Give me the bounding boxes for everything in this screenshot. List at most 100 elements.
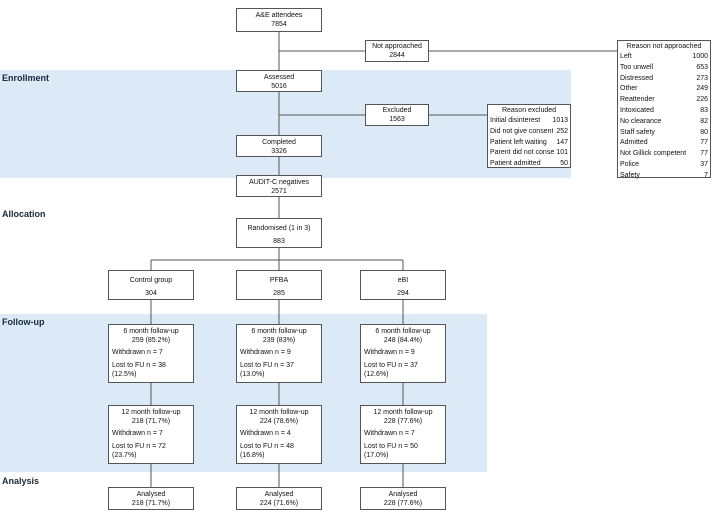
reason-name: Distressed xyxy=(620,74,654,82)
excluded-count: 1563 xyxy=(389,116,405,123)
not-approached-count: 2844 xyxy=(389,52,405,59)
attendees-box: A&E attendees 7854 xyxy=(236,8,322,32)
reason-name: Police xyxy=(620,160,640,168)
randomised-label: Randomised (1 in 3) xyxy=(247,225,311,232)
completed-box: Completed 3326 xyxy=(236,135,322,157)
arm-label: eBI xyxy=(397,277,409,284)
reason-value: 1000 xyxy=(692,53,708,60)
reason-name: Intoxicated xyxy=(620,106,654,114)
arm-box-ebi: eBI 294 xyxy=(360,270,446,300)
fu6-title: 6 month follow-up xyxy=(123,328,179,335)
not-approached-label: Not approached xyxy=(372,43,422,50)
analysed-box-pfba: Analysed 224 (71.6%) xyxy=(236,487,322,510)
fu6-box-control: 6 month follow-up 259 (85.2%) Withdrawn … xyxy=(108,324,194,383)
analysed-count: 224 (71.6%) xyxy=(259,500,299,507)
reason-value: 273 xyxy=(696,74,708,82)
fu12-lost: Lost to FU n = 48 (16.8%) xyxy=(240,443,294,459)
reason-name: Reattender xyxy=(620,96,655,104)
fu6-lost: Lost to FU n = 37 (12.6%) xyxy=(364,362,418,378)
not-approached-box: Not approached 2844 xyxy=(365,40,429,62)
reason-value: 653 xyxy=(696,63,708,71)
analysed-box-ebi: Analysed 228 (77.6%) xyxy=(360,487,446,510)
reason-value: 147 xyxy=(556,138,568,146)
fu6-title: 6 month follow-up xyxy=(375,328,431,335)
reason-name: Parent did not consent xyxy=(490,149,554,157)
arm-box-control: Control group 304 xyxy=(108,270,194,300)
fu6-withdrawn: Withdrawn n = 7 xyxy=(112,349,163,356)
reason-row: Patient admitted 50 xyxy=(488,159,570,170)
reason-name: Patient admitted xyxy=(490,160,541,168)
completed-count: 3326 xyxy=(271,148,287,155)
analysed-label: Analysed xyxy=(136,491,166,498)
assessed-box: Assessed 5016 xyxy=(236,70,322,92)
reason-name: Too unwell xyxy=(620,63,654,71)
arm-box-pfba: PFBA 285 xyxy=(236,270,322,300)
reason-value: 7 xyxy=(704,171,708,179)
reason-value: 226 xyxy=(696,96,708,104)
fu6-count: 259 (85.2%) xyxy=(131,337,171,344)
attendees-label: A&E attendees xyxy=(255,12,303,19)
fu12-box-pfba: 12 month follow-up 224 (78.6%) Withdrawn… xyxy=(236,405,322,464)
reason-not-approached-title: Reason not approached xyxy=(626,43,702,50)
reason-value: 252 xyxy=(556,127,568,135)
reason-value: 249 xyxy=(696,85,708,93)
attendees-count: 7854 xyxy=(271,21,287,28)
phase-label-analysis: Analysis xyxy=(2,476,40,486)
analysed-label: Analysed xyxy=(264,491,294,498)
reason-row: Distressed 273 xyxy=(618,74,710,85)
fu6-lost: Lost to FU n = 38 (12.5%) xyxy=(112,362,166,378)
analysed-box-control: Analysed 218 (71.7%) xyxy=(108,487,194,510)
fu6-count: 248 (84.4%) xyxy=(383,337,423,344)
arm-label: Control group xyxy=(129,277,173,284)
reason-row: No clearance 82 xyxy=(618,117,710,128)
arm-label: PFBA xyxy=(269,277,289,284)
auditc-count: 2571 xyxy=(271,188,287,195)
fu6-withdrawn: Withdrawn n = 9 xyxy=(364,349,415,356)
randomised-box: Randomised (1 in 3) 883 xyxy=(236,218,322,248)
phase-label-allocation: Allocation xyxy=(2,209,46,219)
fu12-lost: Lost to FU n = 50 (17.0%) xyxy=(364,443,418,459)
analysed-count: 218 (71.7%) xyxy=(131,500,171,507)
reason-name: Not Gillick competent xyxy=(620,150,687,158)
auditc-label: AUDIT-C negatives xyxy=(249,179,309,186)
reason-row: Reattender 226 xyxy=(618,95,710,106)
reason-value: 82 xyxy=(700,117,708,125)
reason-value: 101 xyxy=(556,149,568,157)
reason-row: Too unwell 653 xyxy=(618,63,710,74)
completed-label: Completed xyxy=(262,139,296,146)
fu6-title: 6 month follow-up xyxy=(251,328,307,335)
phase-label-enrollment: Enrollment xyxy=(2,73,50,83)
fu6-box-ebi: 6 month follow-up 248 (84.4%) Withdrawn … xyxy=(360,324,446,383)
reason-value: 77 xyxy=(700,139,708,147)
reason-value: 50 xyxy=(560,160,568,168)
arm-count: 294 xyxy=(397,290,409,297)
excluded-label: Excluded xyxy=(382,107,412,114)
arm-count: 304 xyxy=(145,290,157,297)
reason-value: 80 xyxy=(700,128,708,136)
fu12-box-ebi: 12 month follow-up 228 (77.6%) Withdrawn… xyxy=(360,405,446,464)
fu12-count: 228 (77.6%) xyxy=(383,418,423,425)
arm-count: 285 xyxy=(273,290,285,297)
reason-name: Left xyxy=(620,53,632,60)
reason-name: No clearance xyxy=(620,117,662,125)
fu6-box-pfba: 6 month follow-up 239 (83%) Withdrawn n … xyxy=(236,324,322,383)
fu12-withdrawn: Withdrawn n = 7 xyxy=(364,430,415,437)
analysed-label: Analysed xyxy=(388,491,418,498)
fu6-count: 239 (83%) xyxy=(262,337,296,344)
fu12-lost: Lost to FU n = 72 (23.7%) xyxy=(112,443,166,459)
assessed-count: 5016 xyxy=(271,83,287,90)
phase-label-followup: Follow-up xyxy=(2,317,45,327)
reason-row: Left 1000 xyxy=(618,52,710,63)
fu12-title: 12 month follow-up xyxy=(121,409,181,416)
analysed-count: 228 (77.6%) xyxy=(383,500,423,507)
fu6-withdrawn: Withdrawn n = 9 xyxy=(240,349,291,356)
reason-name: Did not give consent xyxy=(490,127,554,135)
